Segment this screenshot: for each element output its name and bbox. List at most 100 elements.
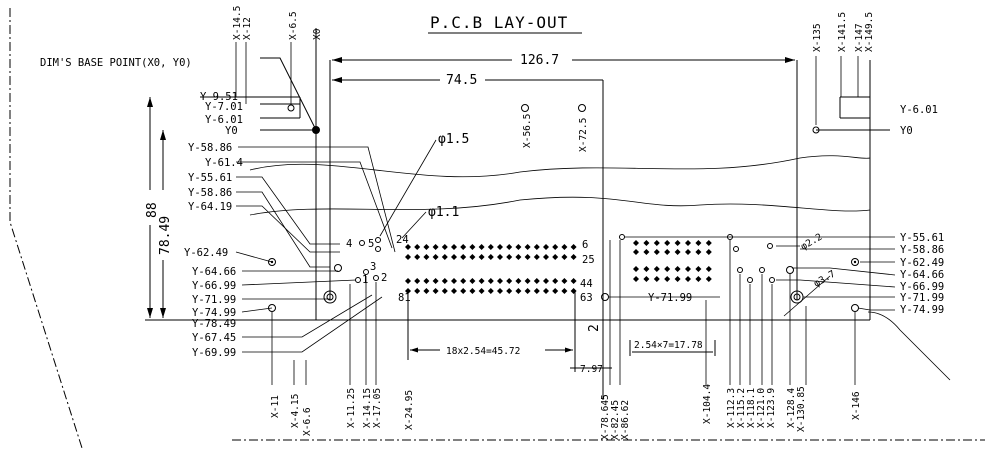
leader xyxy=(401,211,427,239)
connector-pin xyxy=(552,288,559,294)
hole-left xyxy=(268,304,276,312)
hole-small xyxy=(373,275,379,281)
bottom-x-label: X-130.85 xyxy=(796,386,807,432)
connector-pin xyxy=(515,254,522,260)
pin-number: 44 xyxy=(580,278,593,290)
connector-pin xyxy=(451,254,457,260)
leader xyxy=(792,267,896,276)
connector-pin xyxy=(570,244,577,250)
top-x-label: X-141.5 xyxy=(837,12,848,52)
top-x-label: X-149.5 xyxy=(864,12,875,52)
hole-top-right xyxy=(812,126,820,134)
left-y-label: Y-74.99 xyxy=(192,307,236,319)
connector-pin xyxy=(451,278,457,284)
right-y-label: Y-74.99 xyxy=(900,304,944,316)
connector-pin xyxy=(695,240,702,246)
connector-pin xyxy=(633,249,639,255)
base-point-label: DIM'S BASE POINT(X0, Y0) xyxy=(40,57,192,69)
arrow-left-126 xyxy=(332,57,342,63)
pin-number: 4 xyxy=(346,238,352,250)
connector-pin xyxy=(561,288,568,294)
board-outline-left xyxy=(9,8,83,449)
bottom-x-label: X-6.6 xyxy=(302,407,313,436)
top-x-label: X-6.5 xyxy=(288,11,299,40)
connector-pin xyxy=(487,244,494,250)
leader xyxy=(241,279,357,286)
dim-gap: 7.97 xyxy=(580,364,603,375)
connector-pins-main xyxy=(405,244,577,294)
hole-mount-left xyxy=(323,290,337,304)
bottom-x-label: X-104.4 xyxy=(702,384,713,424)
bottom-x-label: X-146 xyxy=(851,391,862,420)
pin-number: 5 xyxy=(368,238,374,250)
connector-pin xyxy=(432,288,439,294)
hole-small xyxy=(747,277,753,283)
connector-pin xyxy=(695,249,702,255)
right-y-label: Y-64.66 xyxy=(900,269,944,281)
hole-small xyxy=(375,237,381,243)
connector-pin xyxy=(664,240,671,246)
bottom-x-label: X-115.2 xyxy=(736,388,747,428)
connector-pin xyxy=(451,244,457,250)
left-y-label: Y-62.49 xyxy=(184,247,228,259)
hole-x-78 xyxy=(601,293,609,301)
break-line-bottom xyxy=(249,196,871,216)
connector-pin xyxy=(685,276,691,282)
left-y-labels: Y-9.51 Y-7.01 Y-6.01 Y0 Y-58.86 Y-61.4 Y… xyxy=(184,91,243,359)
bottom-x-label: X-86.62 xyxy=(620,400,631,440)
left-y-label: Y-64.66 xyxy=(192,266,236,278)
connector-pin xyxy=(506,254,513,260)
connector-pin xyxy=(524,254,531,260)
connector-pin xyxy=(506,244,513,250)
arrow-right-126 xyxy=(785,57,795,63)
right-y-label: Y-58.86 xyxy=(900,244,944,256)
bottom-x-label: X-4.15 xyxy=(290,394,301,428)
left-y-label: Y-66.99 xyxy=(192,280,236,292)
connector-pin xyxy=(478,278,485,284)
bottom-leaders xyxy=(271,240,856,385)
left-y-label: Y-55.61 xyxy=(188,172,232,184)
connector-pin xyxy=(561,244,568,250)
connector-pin xyxy=(643,276,650,282)
connector-pin xyxy=(664,276,671,282)
base-point-marker xyxy=(312,126,320,134)
hole-small xyxy=(767,243,773,249)
connector-pin xyxy=(543,288,549,294)
left-y-label: Y-67.45 xyxy=(192,332,236,344)
arrow xyxy=(410,347,418,353)
hole-right xyxy=(786,266,794,274)
connector-pin xyxy=(515,278,522,284)
bottom-x-label: X-121.0 xyxy=(756,388,767,428)
connector-pin xyxy=(451,288,457,294)
connector-pin xyxy=(570,254,577,260)
arrow-left-74 xyxy=(332,77,342,83)
left-y-label: Y-58.86 xyxy=(188,187,232,199)
board-outline-right xyxy=(867,311,951,381)
connector-pin xyxy=(643,240,650,246)
left-y-label: Y-9.51 xyxy=(200,91,238,103)
connector-pin xyxy=(460,288,467,294)
hole-small xyxy=(759,267,765,273)
top-x-label: X-56.5 xyxy=(522,114,533,148)
right-y-label: Y-6.01 xyxy=(900,104,938,116)
hole-right xyxy=(851,258,859,266)
right-y-label: Y-66.99 xyxy=(900,281,944,293)
connector-pin xyxy=(497,278,503,284)
left-y-label: Y-7.01 xyxy=(205,101,243,113)
hole-small xyxy=(363,269,369,275)
connector-pin xyxy=(570,278,577,284)
connector-pin xyxy=(674,249,681,255)
connector-pin xyxy=(570,288,577,294)
top-x-label: X-135 xyxy=(812,23,823,52)
drawing-title: P.C.B LAY-OUT xyxy=(430,13,568,32)
hole-mount-left-inner xyxy=(326,293,334,301)
pin-number: 25 xyxy=(582,254,595,266)
top-x-label: X-147 xyxy=(854,23,865,52)
leader xyxy=(242,294,373,338)
connector-pin xyxy=(695,266,702,272)
hole-note-3-7: φ3.7 xyxy=(812,269,837,290)
leader xyxy=(236,205,340,253)
hole-right-center xyxy=(853,260,857,264)
connector-pin xyxy=(552,254,559,260)
